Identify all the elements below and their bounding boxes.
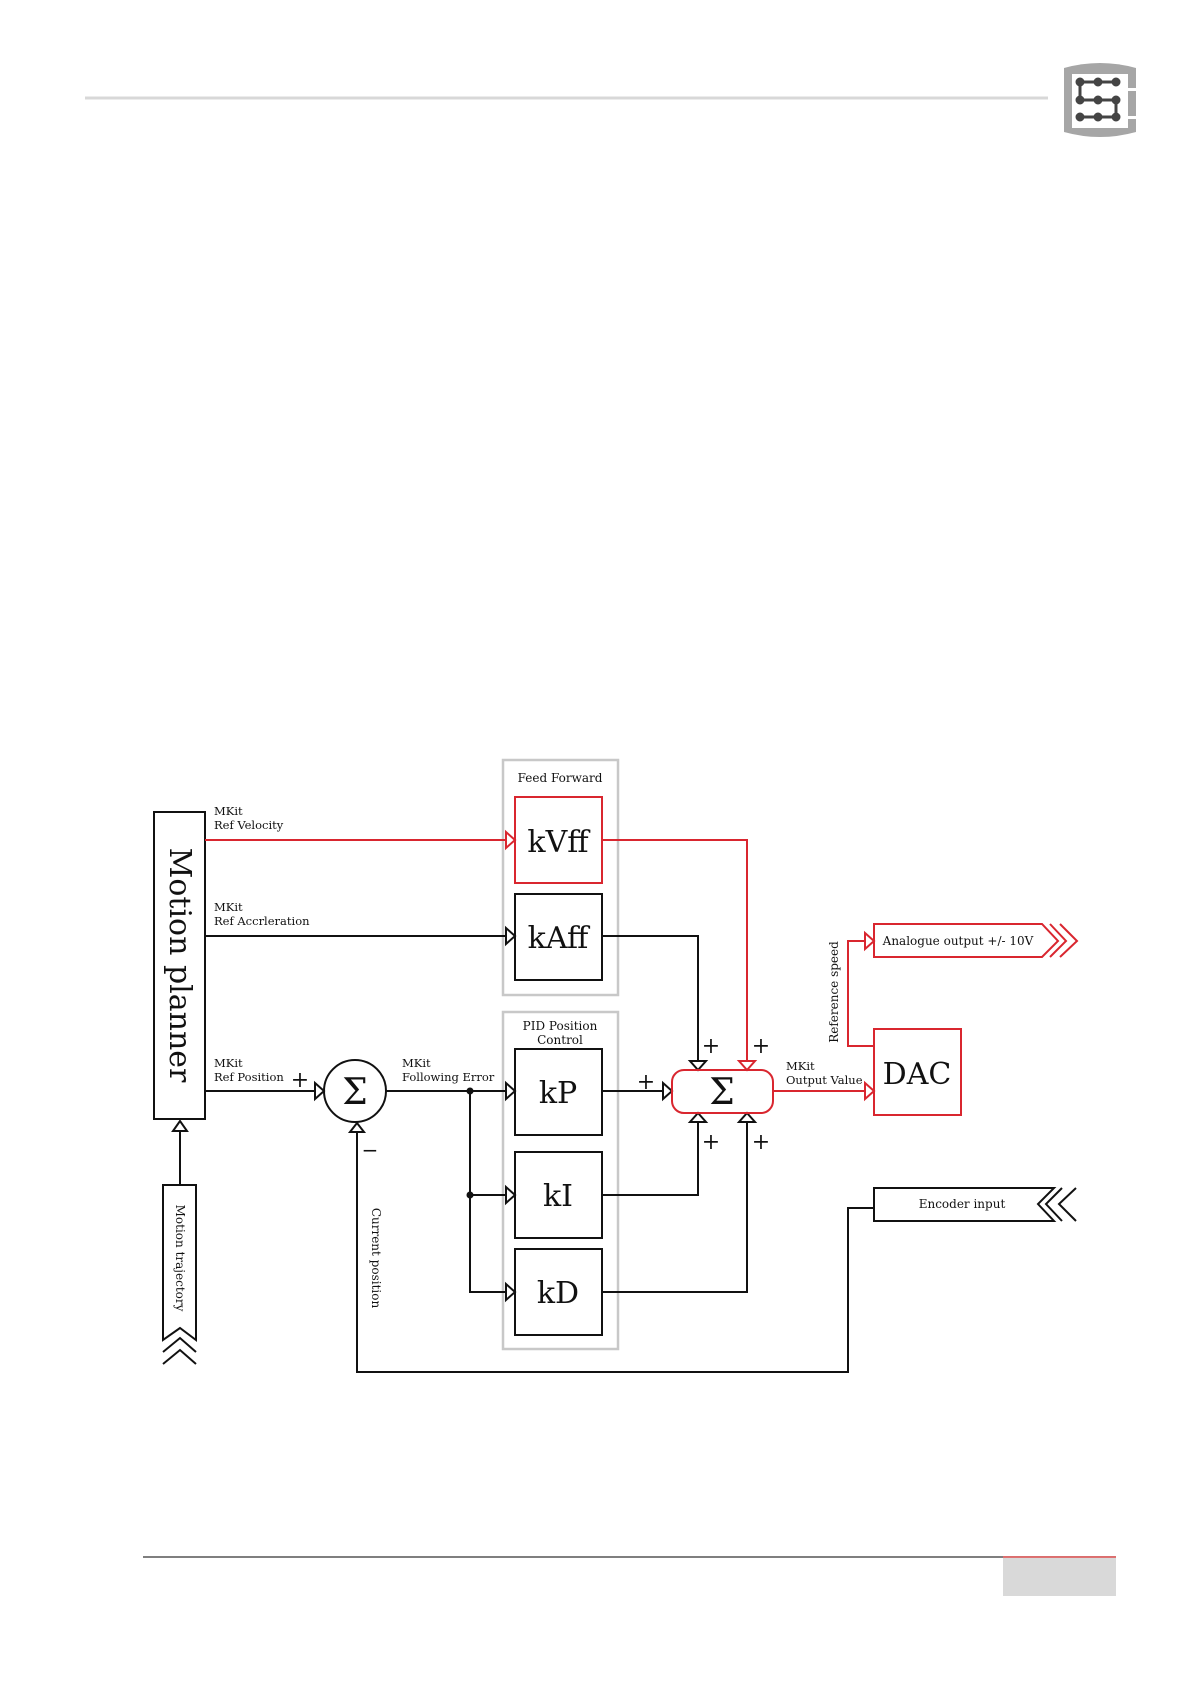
current-position-label: Current position [369,1208,383,1309]
motion-planner-block [153,811,206,1120]
arrow-head-icon [864,1080,876,1102]
arrow-head-icon [687,1060,709,1072]
arrow-head-icon [736,1060,758,1072]
ref-accel-label: MKit [214,900,243,914]
encoder-input-connector [873,1187,1057,1222]
output-value-label: Output Value [786,1073,863,1087]
plus-sign: + [702,1130,720,1155]
output-value-label: MKit [786,1059,815,1073]
motion-planner-label: Motion planner [162,848,197,1083]
kaff-label: kAff [528,921,591,956]
analogue-output-connector [873,923,1060,958]
chevron-icon [162,1336,197,1365]
following-error-label: MKit [402,1056,431,1070]
ref-position-label: Ref Position [214,1070,284,1084]
ref-velocity-label: Ref Velocity [214,818,284,832]
feed-forward-group [501,758,620,997]
reference-speed-label: Reference speed [827,941,841,1043]
pid-title-line2: Control [537,1033,583,1047]
kp-label: kP [539,1076,577,1111]
kd-label: kD [537,1276,579,1311]
feed-forward-title: Feed Forward [518,771,603,785]
ref-position-label: MKit [214,1056,243,1070]
ref-accel-label: Ref Accrleration [214,914,310,928]
sigma-label: Σ [342,1072,367,1113]
plus-sign: + [752,1130,770,1155]
arrow-head-icon [171,1119,189,1132]
following-error-label: Following Error [402,1070,495,1084]
plus-sign: + [702,1034,720,1059]
motion-trajectory-block [162,1184,197,1342]
motion-trajectory-label: Motion trajectory [173,1205,187,1312]
arrow-head-icon [505,829,517,851]
minus-sign: − [362,1138,379,1162]
arrow-head-icon [864,930,876,952]
pid-title-line1: PID Position [523,1019,598,1033]
plus-sign: + [291,1068,309,1093]
pid-group [501,1010,620,1351]
arrow-head-icon [505,925,517,947]
sigma-label: Σ [709,1072,734,1113]
encoder-input-label: Encoder input [919,1197,1006,1211]
arrow-head-icon [662,1080,674,1102]
arrow-head-icon [687,1111,709,1123]
company-logo [1064,63,1136,137]
ref-velocity-label: MKit [214,804,243,818]
kvff-label: kVff [527,825,591,860]
analogue-output-label: Analogue output +/- 10V [882,934,1034,948]
arrow-head-icon [505,1080,517,1102]
arrow-head-icon [347,1121,367,1133]
dac-block [873,1028,962,1116]
arrow-head-icon [505,1184,517,1206]
plus-sign: + [637,1070,655,1095]
plus-sign: + [752,1034,770,1059]
arrow-head-icon [736,1111,758,1123]
arrow-head-icon [314,1080,326,1102]
arrow-head-icon [505,1281,517,1303]
chevron-icon [1049,923,1079,958]
chevron-icon [1044,1187,1077,1222]
dac-label: DAC [883,1057,952,1092]
page-number-box [1003,1557,1116,1596]
ki-label: kI [543,1179,573,1214]
